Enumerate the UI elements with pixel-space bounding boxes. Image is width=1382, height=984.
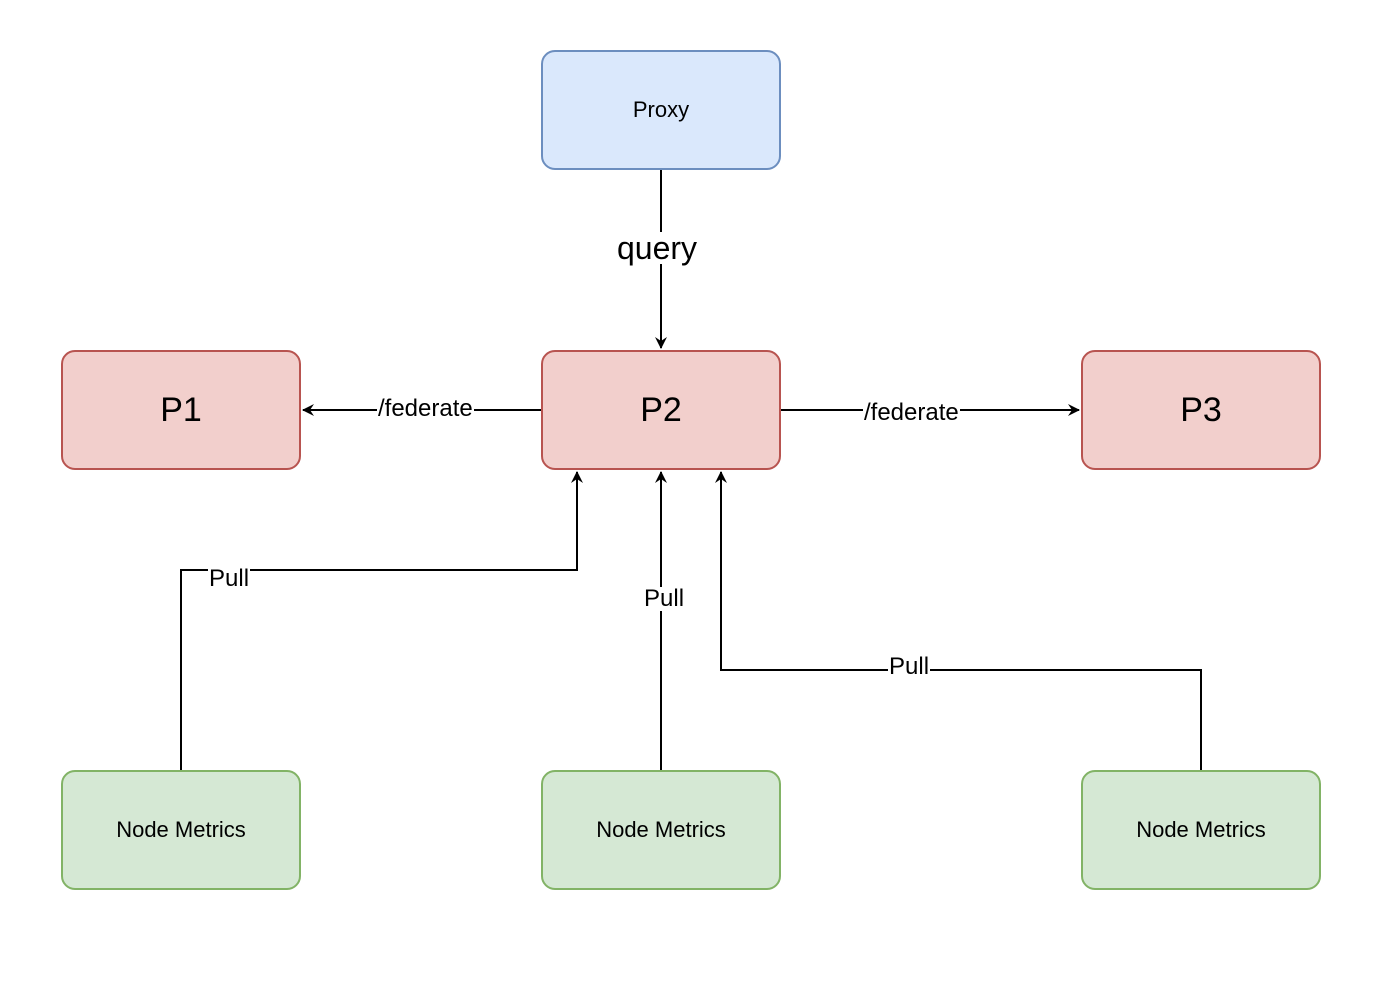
node-proxy[interactable]: Proxy: [541, 50, 781, 170]
node-proxy-label: Proxy: [632, 97, 690, 122]
node-p3[interactable]: P3: [1081, 350, 1321, 470]
edge-label-pull-3: Pull: [888, 653, 931, 680]
edge-node-metrics-3-to-p2: [715, 471, 1202, 770]
node-p2-label: P2: [640, 390, 682, 429]
node-p2[interactable]: P2: [541, 350, 781, 470]
edge-label-pull-1: Pull: [208, 565, 251, 592]
node-metrics-1[interactable]: Node Metrics: [61, 770, 301, 890]
edge-label-query: query: [616, 230, 699, 266]
node-metrics-3[interactable]: Node Metrics: [1081, 770, 1321, 890]
node-metrics-2-label: Node Metrics: [596, 817, 726, 842]
node-p3-label: P3: [1180, 390, 1222, 429]
node-p1-label: P1: [160, 390, 202, 429]
node-metrics-2[interactable]: Node Metrics: [541, 770, 781, 890]
edge-node-metrics-1-to-p2: [180, 471, 583, 770]
node-p1[interactable]: P1: [61, 350, 301, 470]
edge-label-federate-p1: /federate: [377, 395, 474, 422]
edge-label-federate-p3: /federate: [863, 399, 960, 426]
edge-label-pull-2: Pull: [643, 585, 686, 612]
node-metrics-3-label: Node Metrics: [1136, 817, 1266, 842]
node-metrics-1-label: Node Metrics: [116, 817, 246, 842]
